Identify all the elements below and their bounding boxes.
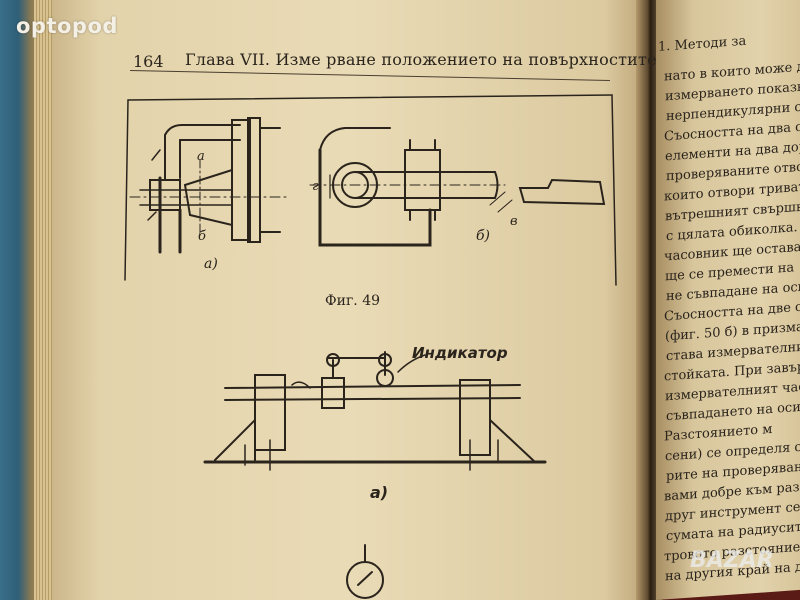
label-part-v: в xyxy=(510,214,518,229)
label-sub-a: а) xyxy=(204,256,218,272)
page-header: Глава VII. Изме рване положението на пов… xyxy=(185,50,657,69)
label-part-b: б xyxy=(198,229,206,244)
label-sub-b: б) xyxy=(476,228,490,244)
figure-caption: Фиг. 49 xyxy=(325,293,381,309)
label-indicator: Индикатор xyxy=(412,344,508,362)
optopod-watermark: optopod xyxy=(16,14,118,38)
bazar-logo: BAZAR xyxy=(690,548,774,573)
label-sub-a-bottom: а) xyxy=(370,483,388,502)
page-number: 164 xyxy=(133,52,164,71)
label-part-a: а xyxy=(197,149,205,164)
label-part-g: г xyxy=(312,179,319,194)
